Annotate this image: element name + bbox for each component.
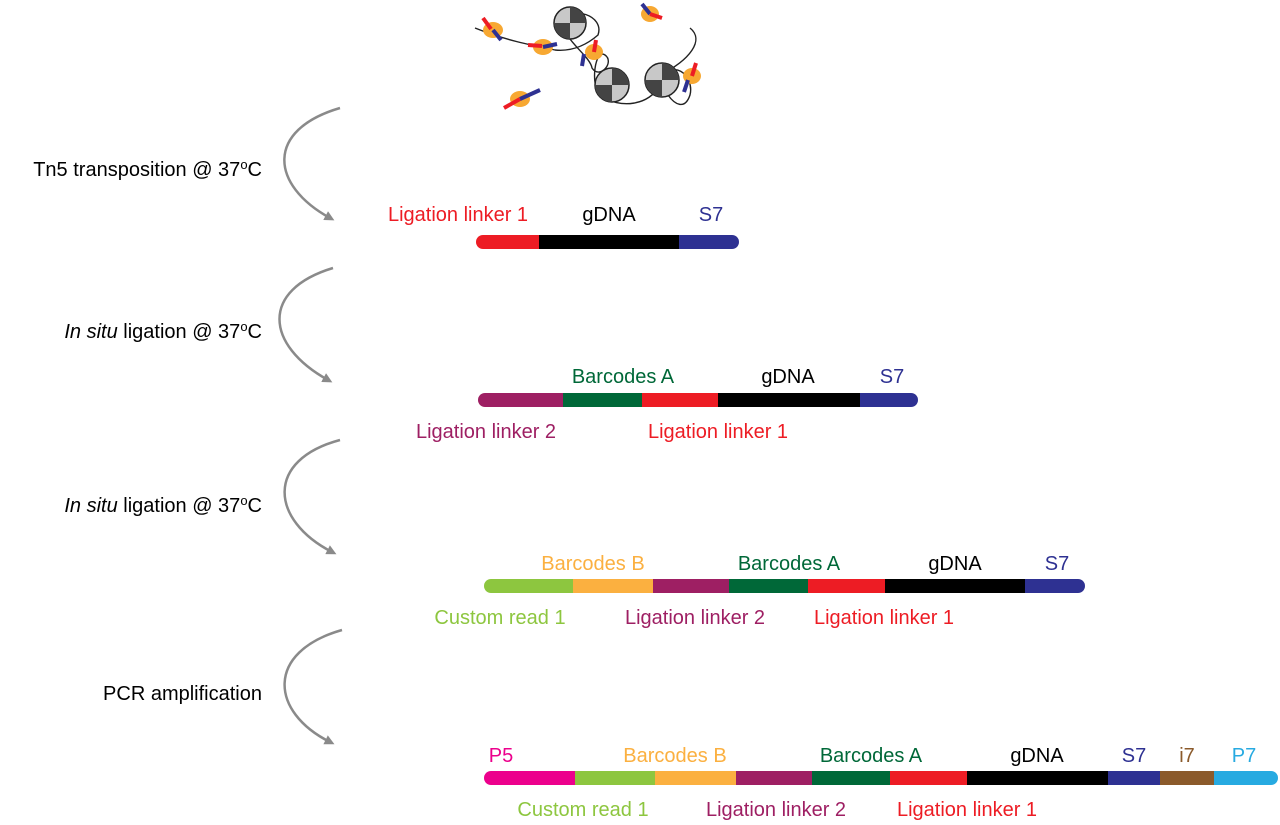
label-i7: i7 bbox=[1179, 745, 1195, 767]
label-ligation-linker-2: Ligation linker 2 bbox=[706, 799, 846, 821]
step-label-in-situ-ligation-2: In situ ligation @ 37oC bbox=[64, 493, 262, 517]
segment-ligation-linker-1 bbox=[808, 579, 885, 593]
nucleosome-icon bbox=[644, 62, 680, 98]
step-label-tn5-transposition: Tn5 transposition @ 37oC bbox=[33, 157, 262, 181]
segment-i7 bbox=[1160, 771, 1214, 785]
tn5-transposome-icon bbox=[481, 16, 503, 42]
label-custom-read-1: Custom read 1 bbox=[517, 799, 648, 821]
chromatin-illustration bbox=[474, 2, 701, 110]
label-ligation-linker-1: Ligation linker 1 bbox=[814, 607, 954, 629]
segment-gdna bbox=[885, 579, 1025, 593]
segment-custom-read-1 bbox=[484, 579, 573, 593]
label-s7: S7 bbox=[880, 366, 904, 388]
label-s7: S7 bbox=[1122, 745, 1146, 767]
segment-barcodes-a bbox=[563, 393, 642, 407]
segment-p7 bbox=[1214, 771, 1278, 785]
nucleosome-icon bbox=[553, 6, 587, 40]
label-gdna: gDNA bbox=[1010, 745, 1064, 767]
segment-barcodes-b bbox=[573, 579, 653, 593]
label-barcodes-a: Barcodes A bbox=[738, 553, 841, 575]
tn5-transposome-icon bbox=[503, 88, 541, 110]
label-ligation-linker-2: Ligation linker 2 bbox=[625, 607, 765, 629]
segment-gdna bbox=[967, 771, 1108, 785]
label-p7: P7 bbox=[1232, 745, 1256, 767]
step-label-pcr-amplification: PCR amplification bbox=[103, 683, 262, 705]
tn5-transposome-icon bbox=[682, 62, 701, 93]
segment-s7 bbox=[1108, 771, 1160, 785]
step-arrow-3 bbox=[283, 438, 341, 555]
label-gdna: gDNA bbox=[761, 366, 815, 388]
tn5-transposome-icon bbox=[580, 39, 603, 67]
segment-ligation-linker-2 bbox=[653, 579, 729, 593]
segment-gdna bbox=[539, 235, 679, 249]
segment-ligation-linker-2 bbox=[736, 771, 812, 785]
segment-ligation-linker-1 bbox=[642, 393, 718, 407]
label-barcodes-b: Barcodes B bbox=[541, 553, 644, 575]
label-barcodes-a: Barcodes A bbox=[820, 745, 923, 767]
construct-1: Ligation linker 1 gDNA S7 bbox=[388, 204, 739, 249]
segment-s7 bbox=[679, 235, 739, 249]
label-s7: S7 bbox=[1045, 553, 1069, 575]
label-ligation-linker-2: Ligation linker 2 bbox=[416, 421, 556, 443]
segment-s7 bbox=[1025, 579, 1085, 593]
segment-gdna bbox=[718, 393, 860, 407]
step-arrow-1 bbox=[283, 106, 341, 221]
label-gdna: gDNA bbox=[928, 553, 982, 575]
tn5-transposome-icon bbox=[527, 39, 558, 55]
label-custom-read-1: Custom read 1 bbox=[434, 607, 565, 629]
label-ligation-linker-1: Ligation linker 1 bbox=[648, 421, 788, 443]
step-arrow-4 bbox=[283, 628, 343, 745]
label-ligation-linker-1: Ligation linker 1 bbox=[897, 799, 1037, 821]
label-p5: P5 bbox=[489, 745, 513, 767]
segment-ligation-linker-2 bbox=[478, 393, 563, 407]
step-arrow-2 bbox=[278, 266, 334, 383]
segment-barcodes-b bbox=[655, 771, 736, 785]
segment-custom-read-1 bbox=[575, 771, 655, 785]
label-barcodes-a: Barcodes A bbox=[572, 366, 675, 388]
tn5-transposome-icon bbox=[640, 2, 663, 22]
segment-ligation-linker-1 bbox=[476, 235, 539, 249]
label-s7: S7 bbox=[699, 204, 723, 226]
segment-ligation-linker-1 bbox=[890, 771, 967, 785]
step-label-in-situ-ligation-1: In situ ligation @ 37oC bbox=[64, 319, 262, 343]
label-gdna: gDNA bbox=[582, 204, 636, 226]
segment-p5 bbox=[484, 771, 575, 785]
nucleosome-icon bbox=[594, 67, 630, 103]
segment-s7 bbox=[860, 393, 918, 407]
segment-barcodes-a bbox=[729, 579, 808, 593]
label-barcodes-b: Barcodes B bbox=[623, 745, 726, 767]
label-ligation-linker-1: Ligation linker 1 bbox=[388, 204, 528, 226]
segment-barcodes-a bbox=[812, 771, 890, 785]
